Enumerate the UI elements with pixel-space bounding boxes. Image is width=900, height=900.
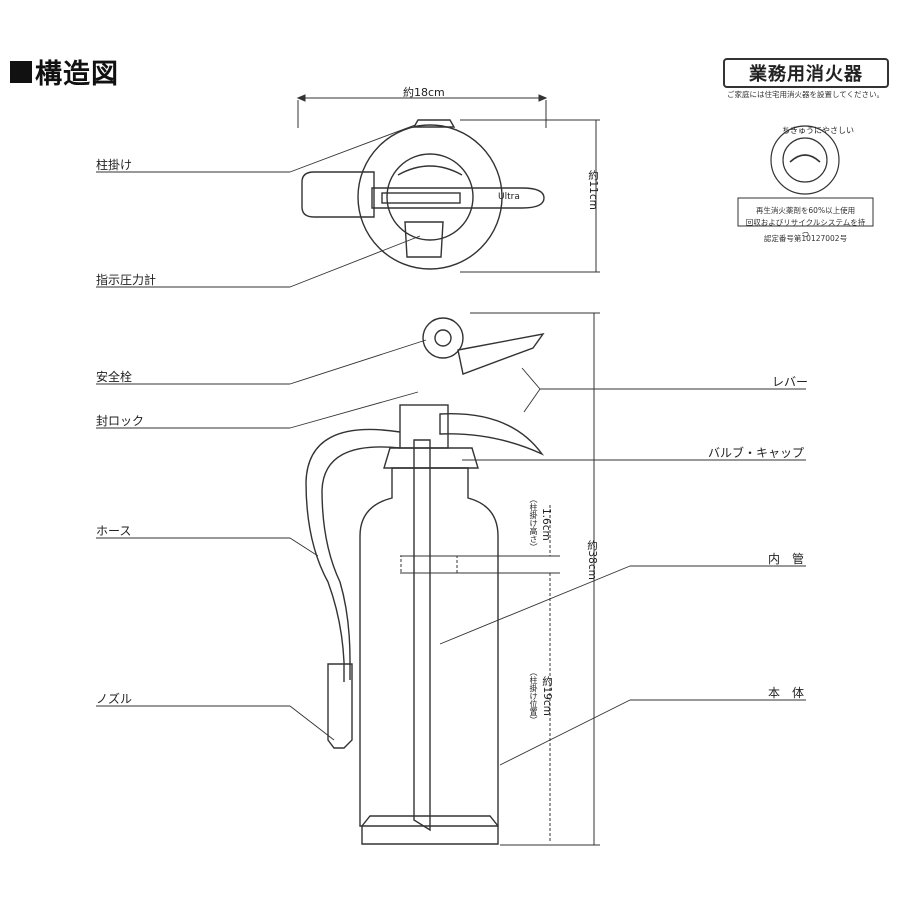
eco-arc-text: ちきゅうにやさしい [782,126,854,135]
label-valve-cap: バルブ・キャップ [708,446,805,460]
label-hook: 柱掛け [96,158,133,172]
label-gauge: 指示圧力計 [96,273,157,287]
leader-lines [96,124,806,766]
label-seal-lock: 封ロック [96,414,145,428]
side-view [305,317,545,845]
width-dimension [296,94,548,128]
top-view-brand: Ultra [498,192,520,202]
eco-note-line2: 回収およびリサイクルシステムを持つ [745,218,866,239]
label-nozzle: ノズル [96,692,133,706]
eco-note-line1: 再生消火薬剤を60%以上使用 [755,206,856,215]
height-dimension [470,312,600,846]
width-label: 約18cm [403,86,445,99]
cert-number: 認定番号第10127002号 [763,234,848,243]
page-title: 構造図 [10,52,119,91]
label-safety-pin: 安全栓 [96,370,133,384]
hook-dimension [400,505,560,843]
label-hose: ホース [96,524,132,538]
hook-height-caption: （柱掛け高さ） [529,495,538,551]
label-lever: レバー [772,375,809,389]
badge-note: ご家庭には住宅用消火器を設置してください。 [727,90,885,99]
label-inner-tube: 内 管 [768,552,805,566]
label-body: 本 体 [768,686,805,700]
depth-label: 約11cm [587,170,599,210]
top-view [301,119,545,270]
hook-position-value: 約19cm [541,676,553,716]
depth-dimension [460,119,600,273]
height-label: 約38cm [586,540,598,580]
eco-note: 再生消火薬剤を60%以上使用 回収およびリサイクルシステムを持つ [743,205,868,241]
hook-position-caption: （柱掛け位置） [529,668,538,724]
business-extinguisher-badge: 業務用消火器 [723,58,889,88]
hook-height-value: 1.6cm [540,508,552,541]
title-square-icon [10,60,32,83]
eco-mark [737,125,874,227]
page-title-text: 構造図 [35,59,119,90]
